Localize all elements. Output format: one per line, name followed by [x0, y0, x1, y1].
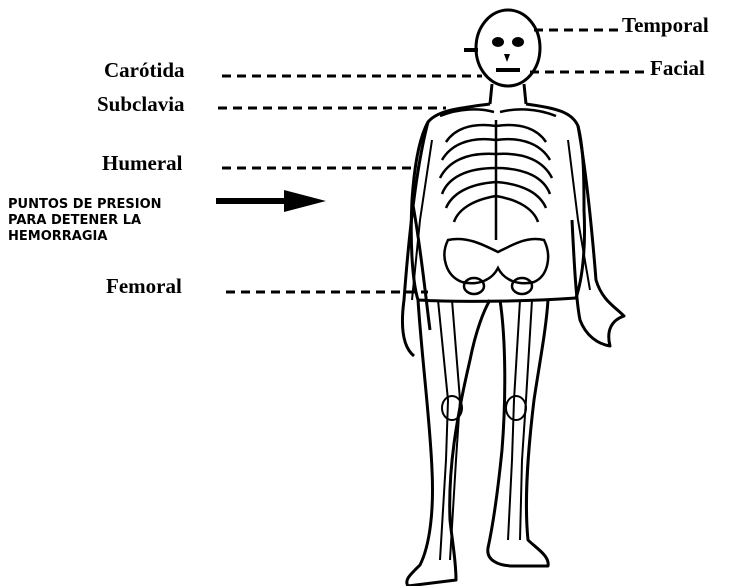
note-line-2: PARA DETENER LA: [8, 213, 162, 229]
note-line-1: PUNTOS DE PRESION: [8, 197, 162, 213]
label-femoral: Femoral: [106, 276, 182, 297]
body-outline: [402, 10, 624, 586]
label-temporal: Temporal: [622, 15, 709, 36]
pelvis: [444, 239, 548, 294]
label-facial: Facial: [650, 58, 705, 79]
note-line-3: HEMORRAGIA: [8, 229, 162, 245]
arrow-right-icon: [216, 190, 326, 212]
skull-features: [464, 37, 524, 72]
bones: [412, 140, 590, 560]
ribcage: [440, 109, 556, 240]
label-subclavia: Subclavia: [97, 94, 185, 115]
pressure-points-note: PUNTOS DE PRESION PARA DETENER LA HEMORR…: [8, 197, 162, 245]
label-carotida: Carótida: [104, 60, 185, 81]
label-humeral: Humeral: [102, 153, 182, 174]
